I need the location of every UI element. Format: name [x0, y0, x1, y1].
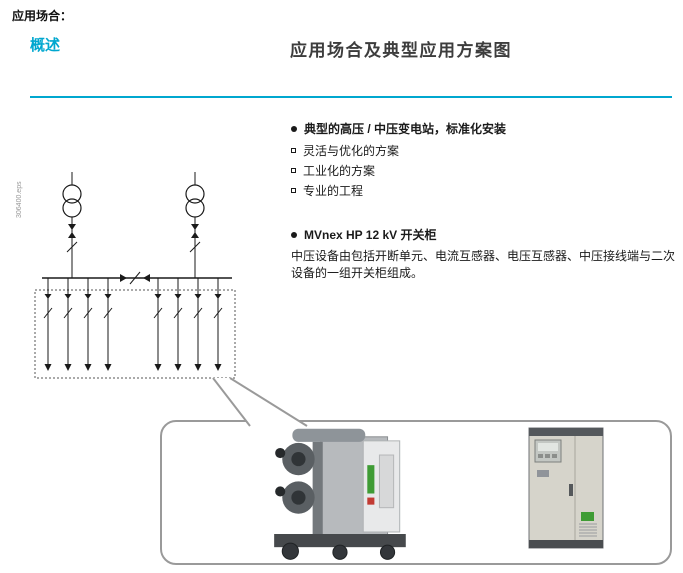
- list-item-label: 典型的高压 / 中压变电站，标准化安装: [304, 122, 507, 136]
- list-item: 典型的高压 / 中压变电站，标准化安装: [291, 122, 683, 137]
- feeder-group: [43, 278, 223, 371]
- one-line-diagram: [34, 172, 236, 379]
- list-item-label: 工业化的方案: [303, 164, 376, 178]
- dotted-boundary: [34, 289, 236, 379]
- accent-divider: [30, 96, 672, 98]
- feature-list: 典型的高压 / 中压变电站，标准化安装 灵活与优化的方案 工业化的方案 专业的工…: [291, 122, 683, 204]
- circuit-breaker-image: [274, 428, 406, 560]
- section-label: 应用场合：: [12, 9, 73, 23]
- list-item: 工业化的方案: [291, 164, 683, 179]
- transformer-icon: [185, 172, 205, 278]
- tab-overview: 概述: [30, 37, 61, 54]
- product-heading: MVnex HP 12 kV 开关柜: [291, 228, 679, 243]
- figure-reference: 306400.eps: [16, 181, 23, 218]
- list-item: 专业的工程: [291, 184, 683, 199]
- callout-pointer: [212, 377, 308, 427]
- bullet-square-icon: [291, 148, 296, 153]
- bus-tie-icon: [120, 271, 150, 285]
- list-item: 灵活与优化的方案: [291, 144, 683, 159]
- bullet-square-icon: [291, 188, 296, 193]
- list-item-label: 灵活与优化的方案: [303, 144, 400, 158]
- bullet-square-icon: [291, 168, 296, 173]
- transformer-icon: [62, 172, 82, 278]
- product-name: MVnex HP 12 kV 开关柜: [304, 228, 437, 242]
- bullet-dot-icon: [291, 232, 297, 238]
- switchgear-cabinet-image: [528, 427, 604, 549]
- list-item-label: 专业的工程: [303, 184, 364, 198]
- product-block: MVnex HP 12 kV 开关柜 中压设备由包括开断单元、电流互感器、电压互…: [291, 228, 679, 282]
- product-description: 中压设备由包括开断单元、电流互感器、电压互感器、中压接线端与二次设备的一组开关柜…: [291, 249, 676, 280]
- bullet-dot-icon: [291, 126, 297, 132]
- page-title: 应用场合及典型应用方案图: [290, 41, 512, 60]
